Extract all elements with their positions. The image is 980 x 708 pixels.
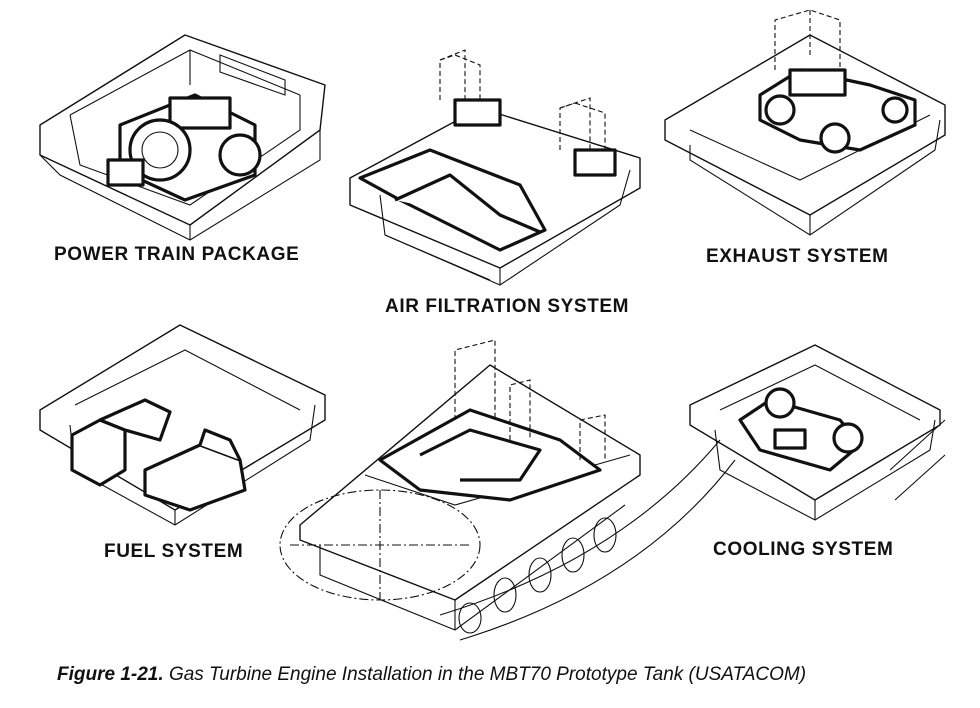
figure-caption-text: Gas Turbine Engine Installation in the M… bbox=[168, 664, 807, 685]
exhaust-drawing bbox=[664, 9, 946, 236]
background-lines bbox=[889, 419, 946, 501]
power-train-drawing bbox=[39, 34, 326, 241]
air-filtration-drawing bbox=[349, 49, 641, 286]
cooling-label: COOLING SYSTEM bbox=[713, 539, 894, 560]
exhaust-label: EXHAUST SYSTEM bbox=[706, 246, 889, 267]
air-filtration-label: AIR FILTRATION SYSTEM bbox=[385, 296, 630, 317]
power-train-label: POWER TRAIN PACKAGE bbox=[54, 244, 300, 265]
tank-hull-drawing bbox=[279, 339, 736, 641]
figure-number: Figure 1-21. bbox=[57, 664, 164, 685]
fuel-label: FUEL SYSTEM bbox=[104, 541, 244, 562]
figure-caption: Figure 1-21. Gas Turbine Engine Installa… bbox=[57, 664, 806, 686]
cooling-drawing bbox=[689, 344, 941, 521]
fuel-drawing bbox=[39, 324, 326, 526]
